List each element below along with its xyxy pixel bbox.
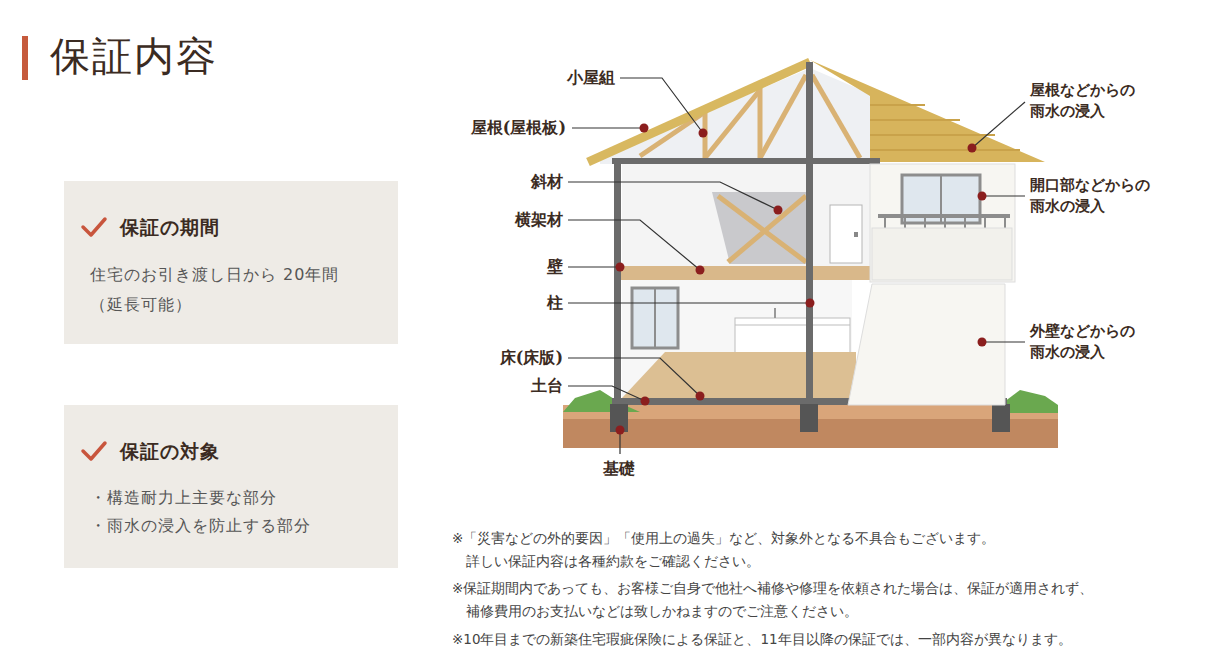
part-label: 柱: [547, 292, 563, 314]
callout-dot: [696, 266, 705, 275]
callout-dot: [978, 192, 987, 201]
leader-lines: [568, 302, 810, 303]
frame: [800, 404, 818, 432]
frame: [806, 62, 813, 420]
roof-truss: [760, 75, 806, 158]
exterior-wall: [848, 284, 1005, 405]
part-label: 土台: [531, 375, 563, 397]
leader-lines: [982, 341, 1025, 342]
roof-truss: [810, 60, 1045, 162]
interior: [774, 308, 776, 318]
exterior-wall: [964, 218, 966, 228]
interior: [728, 196, 806, 262]
callout-dot: [696, 392, 705, 401]
leader-lines: [972, 102, 1025, 148]
interior: [632, 288, 678, 348]
page-title: 保証内容: [50, 32, 218, 80]
leader-lines: [568, 220, 700, 270]
exterior-wall: [848, 164, 1015, 405]
footnote: ※10年目までの新築住宅瑕疵保険による保証と、11年目以降の保証では、一部内容が…: [452, 628, 1072, 651]
callout-dot: [641, 397, 650, 406]
check-icon: [80, 440, 108, 462]
roof-truss: [870, 149, 1020, 151]
callout-dot: [616, 124, 987, 435]
callout-label: 開口部などからの 雨水の浸入: [1030, 175, 1164, 217]
info-box: 保証の対象・構造耐力上主要な部分・雨水の浸入を防止する部分: [64, 405, 398, 568]
interior: [600, 68, 880, 164]
check-icon: [80, 216, 108, 238]
part-label: 基礎: [603, 458, 635, 480]
leader-lines: [568, 358, 700, 396]
check-icon: [83, 443, 105, 459]
roof-truss: [870, 119, 960, 121]
exterior-wall: [904, 218, 906, 228]
callout-label: 屋根などからの 雨水の浸入: [1030, 80, 1164, 122]
callout-dot: [978, 338, 987, 347]
callout-dot: [806, 299, 815, 308]
exterior-wall: [984, 218, 986, 228]
roof-truss: [812, 75, 860, 158]
roof-truss: [870, 104, 925, 106]
leader-lines: [568, 266, 620, 267]
exterior-wall: [870, 164, 1015, 282]
part-label: 横架材: [515, 209, 563, 231]
interior: [712, 192, 808, 264]
leader-lines: [982, 195, 1025, 196]
callout-label: 外壁などからの 雨水の浸入: [1030, 321, 1164, 363]
check-icon: [83, 219, 105, 235]
exterior-wall: [878, 214, 1010, 218]
frame: [614, 158, 621, 420]
interior: [854, 232, 858, 237]
info-box: 保証の期間住宅のお引き渡し日から 20年間（延長可能）: [64, 181, 398, 344]
footnote: ※「災害などの外的要因」「使用上の過失」など、対象外となる不具合もございます。 …: [452, 527, 1042, 573]
leader-lines: [568, 182, 778, 210]
part-label: 床(床版): [500, 347, 563, 369]
leader-lines: [572, 127, 644, 128]
title-bar: [22, 36, 28, 80]
callout-dot: [616, 263, 625, 272]
interior: [654, 288, 656, 348]
exterior-wall: [884, 218, 886, 228]
part-label: 斜材: [531, 171, 563, 193]
interior: [622, 352, 856, 398]
callout-dot: [968, 144, 977, 153]
leader-lines: [568, 386, 645, 401]
callout-dot: [640, 124, 649, 133]
exterior-wall: [1004, 218, 1006, 228]
interior: [600, 68, 880, 398]
interior: [718, 196, 806, 262]
box-body: ・構造耐力上主要な部分: [90, 484, 378, 512]
callout-dot: [774, 206, 783, 215]
title-bar: [22, 36, 28, 80]
part-label: 屋根(屋根板): [471, 117, 566, 139]
box-body: ・雨水の浸入を防止する部分: [90, 512, 378, 540]
interior: [830, 205, 862, 263]
leader-lines: [568, 78, 1025, 454]
footnote: ※保証期間内であっても、お客様ご自身で他社へ補修や修理を依頼された場合は、保証が…: [452, 577, 1152, 623]
part-label: 壁: [547, 256, 563, 278]
roof-truss: [588, 62, 810, 162]
roof-truss: [758, 86, 763, 160]
box-body: 住宅のお引き渡し日から 20年間（延長可能）: [90, 260, 378, 320]
frame: [992, 404, 1010, 432]
interior: [622, 164, 870, 268]
leader-lines: [620, 78, 703, 133]
roof-truss: [870, 134, 995, 136]
box-heading: 保証の期間: [90, 214, 378, 240]
part-label: 小屋組: [567, 67, 615, 89]
interior: [735, 325, 850, 326]
callout-dot: [699, 129, 708, 138]
box-heading: 保証の対象: [90, 438, 378, 464]
roof-truss: [588, 60, 1045, 162]
interior: [620, 266, 870, 280]
exterior-wall: [944, 218, 946, 228]
exterior-wall: [924, 218, 926, 228]
frame: [612, 158, 880, 164]
exterior-wall: [872, 228, 1012, 280]
callout-dot: [616, 426, 625, 435]
